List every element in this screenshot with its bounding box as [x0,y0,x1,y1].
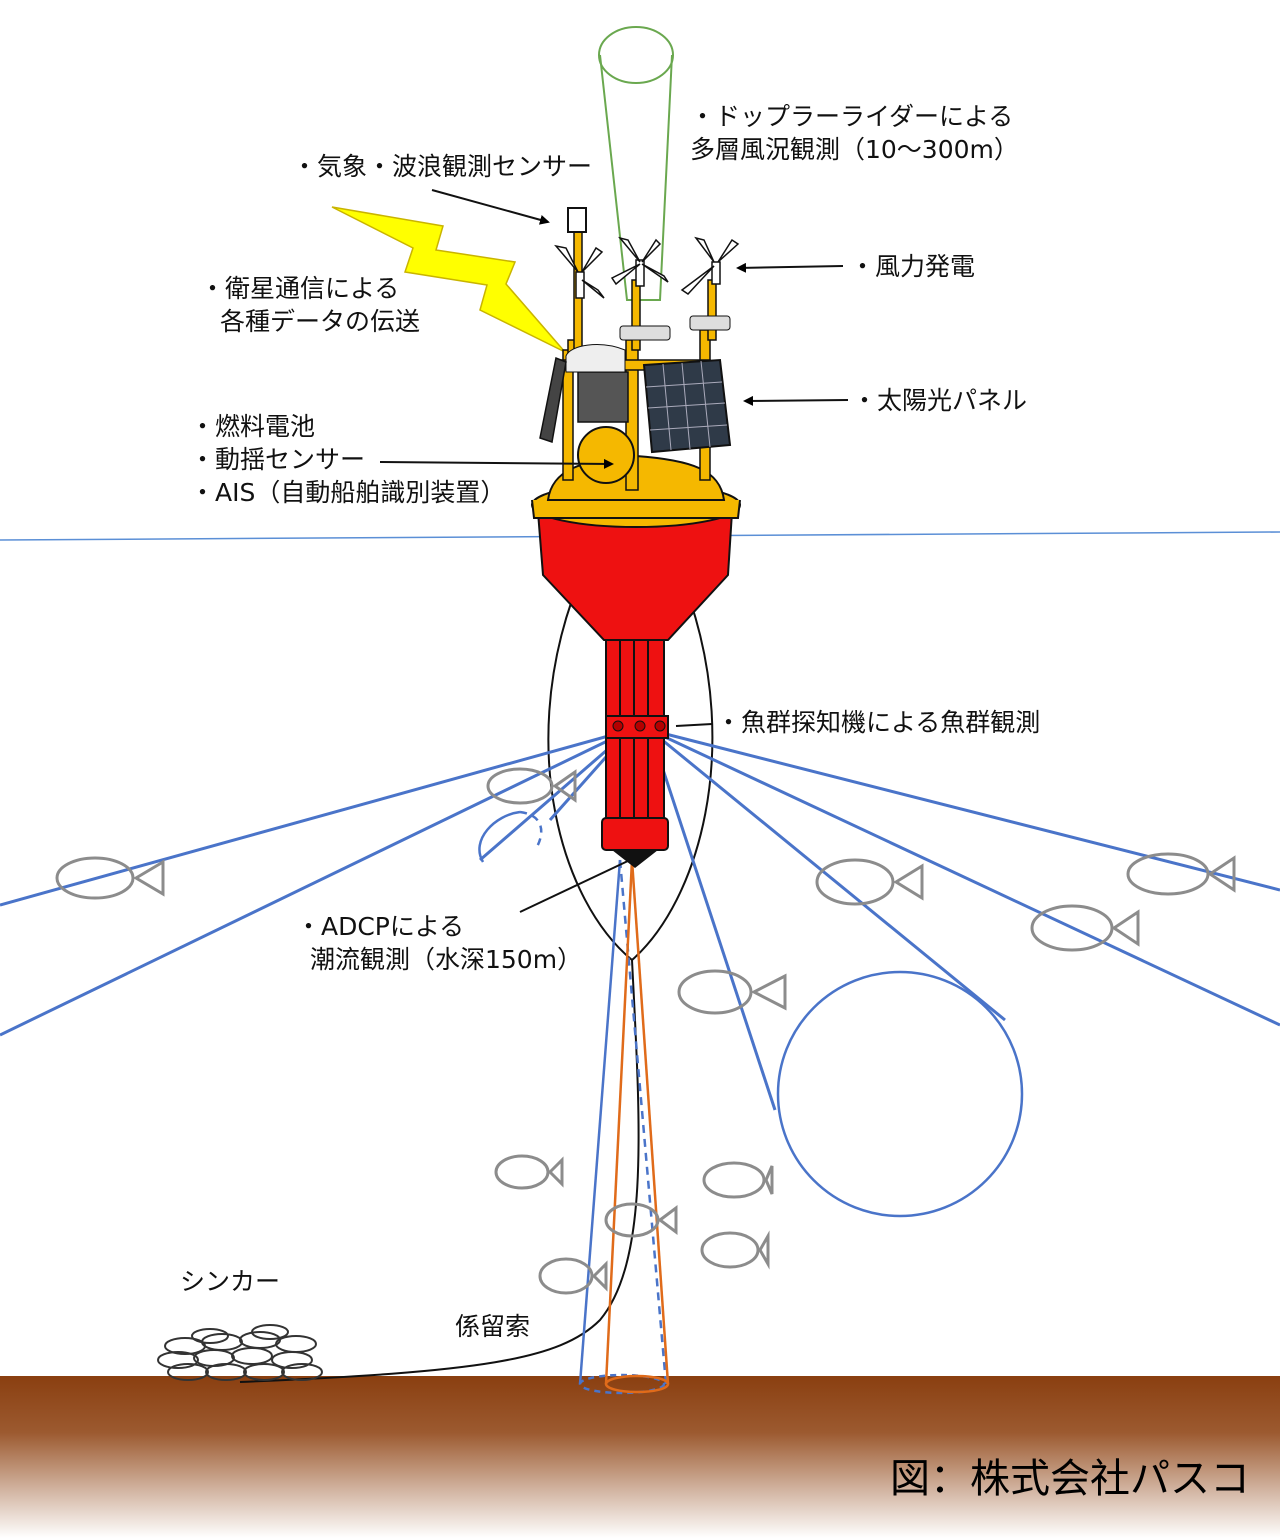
sinker [157,1324,323,1381]
sinker-label: シンカー [180,1267,281,1296]
equipment-label: ・燃料電池 ・動揺センサー ・AIS（自動船舶識別装置） [190,412,506,507]
buoy [531,207,741,868]
buoy-pillar [601,629,669,868]
solar-panel [642,358,732,454]
fish [1030,904,1140,952]
wind-power-label: ・風力発電 [850,252,976,281]
fish [486,767,577,805]
image-credit: 図：株式会社パスコ [890,1456,1250,1502]
weather-sensor [567,207,587,233]
fish [700,1230,770,1270]
left-solar-panel [539,356,567,443]
fish-finder-beam-ends [478,810,1024,1218]
fish [677,969,787,1015]
fish [1126,852,1236,896]
lidar-label: ・ドップラーライダーによる 多層風況観測（10～300m） [690,102,1019,164]
satellite-label: ・衛星通信による 各種データの伝送 [200,274,421,336]
fish [815,858,924,906]
fish-finder-label: ・魚群探知機による魚群観測 [716,708,1041,737]
fish [538,1257,608,1295]
fish [702,1161,774,1199]
leader-lines [379,189,849,913]
mooring-label: 係留索 [455,1312,531,1341]
mooring-line [239,959,640,1383]
lidar-beam [598,26,674,301]
fish [494,1154,564,1190]
seabed [0,1376,1280,1538]
fish-finder-beams [0,728,1280,1111]
solar-panel-label: ・太陽光パネル [852,386,1028,415]
wind-turbines [554,236,740,299]
adcp-beams [578,859,670,1395]
fish [55,856,165,900]
fish [604,1202,678,1238]
battery-box [577,371,629,423]
adcp-label: ・ADCPによる 潮流観測（水深150m） [296,912,583,974]
buoy-float-red [536,511,734,641]
weather-sensor-label: ・気象・波浪観測センサー [292,152,593,181]
fish-group [55,767,1236,1295]
equipment-disc [577,426,635,484]
